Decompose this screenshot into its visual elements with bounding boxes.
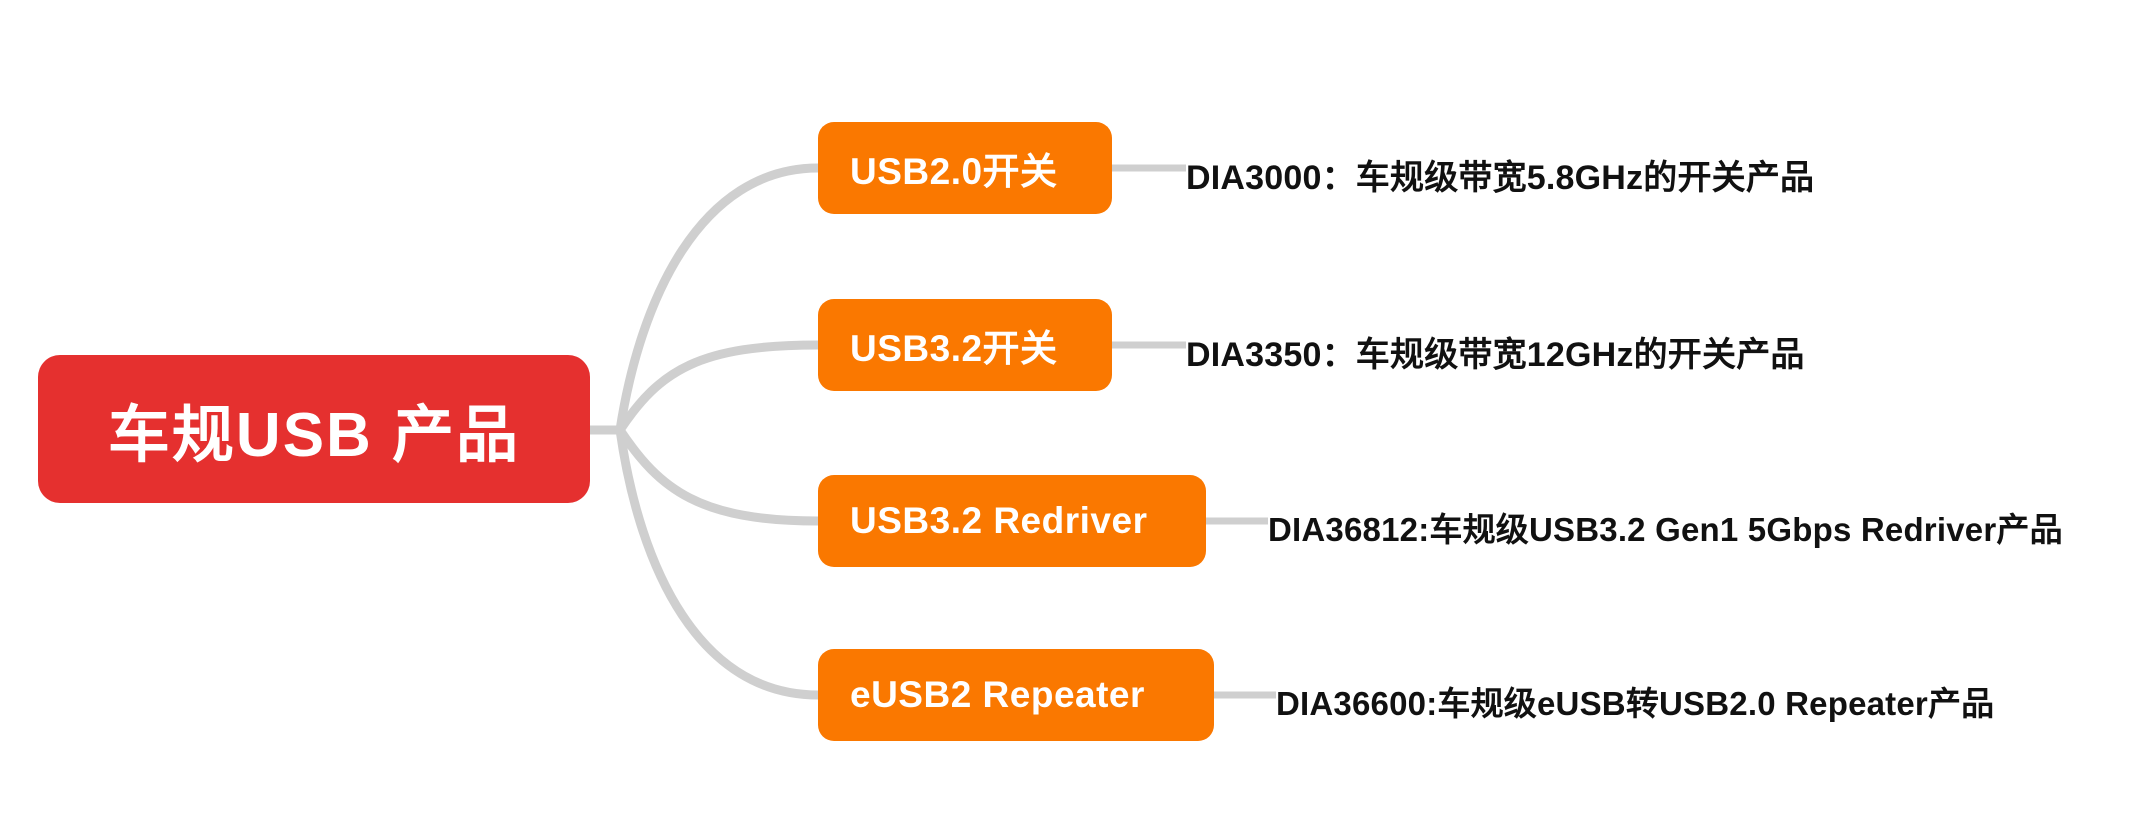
leaf-text-usb32-switch: DIA3350：车规级带宽12GHz的开关产品 xyxy=(1186,336,1805,374)
connector-branch-1 xyxy=(615,163,823,435)
branch-node-label: USB3.2开关 xyxy=(850,328,1058,369)
connector-branch-4 xyxy=(615,425,823,700)
leaf-text-usb2-switch: DIA3000：车规级带宽5.8GHz的开关产品 xyxy=(1186,159,1815,197)
leaf-text-eusb2-repeater: DIA36600:车规级eUSB转USB2.0 Repeater产品 xyxy=(1276,685,1995,722)
branch-node-usb2-switch[interactable]: USB2.0开关 xyxy=(818,122,1112,214)
root-node[interactable]: 车规USB 产品 xyxy=(38,355,590,503)
branch-node-label: USB3.2 Redriver xyxy=(850,500,1148,541)
branch-node-eusb2-repeater[interactable]: eUSB2 Repeater xyxy=(818,649,1214,741)
branch-node-label: eUSB2 Repeater xyxy=(850,674,1145,715)
branch-node-label: USB2.0开关 xyxy=(850,151,1058,192)
leaf-text-usb32-redriver: DIA36812:车规级USB3.2 Gen1 5Gbps Redriver产品 xyxy=(1268,511,2063,548)
root-node-label: 车规USB 产品 xyxy=(107,401,521,470)
connector-branch-2 xyxy=(615,340,823,435)
branch-node-usb32-redriver[interactable]: USB3.2 Redriver xyxy=(818,475,1206,567)
branch-node-usb32-switch[interactable]: USB3.2开关 xyxy=(818,299,1112,391)
connector-branch-3 xyxy=(615,425,823,526)
